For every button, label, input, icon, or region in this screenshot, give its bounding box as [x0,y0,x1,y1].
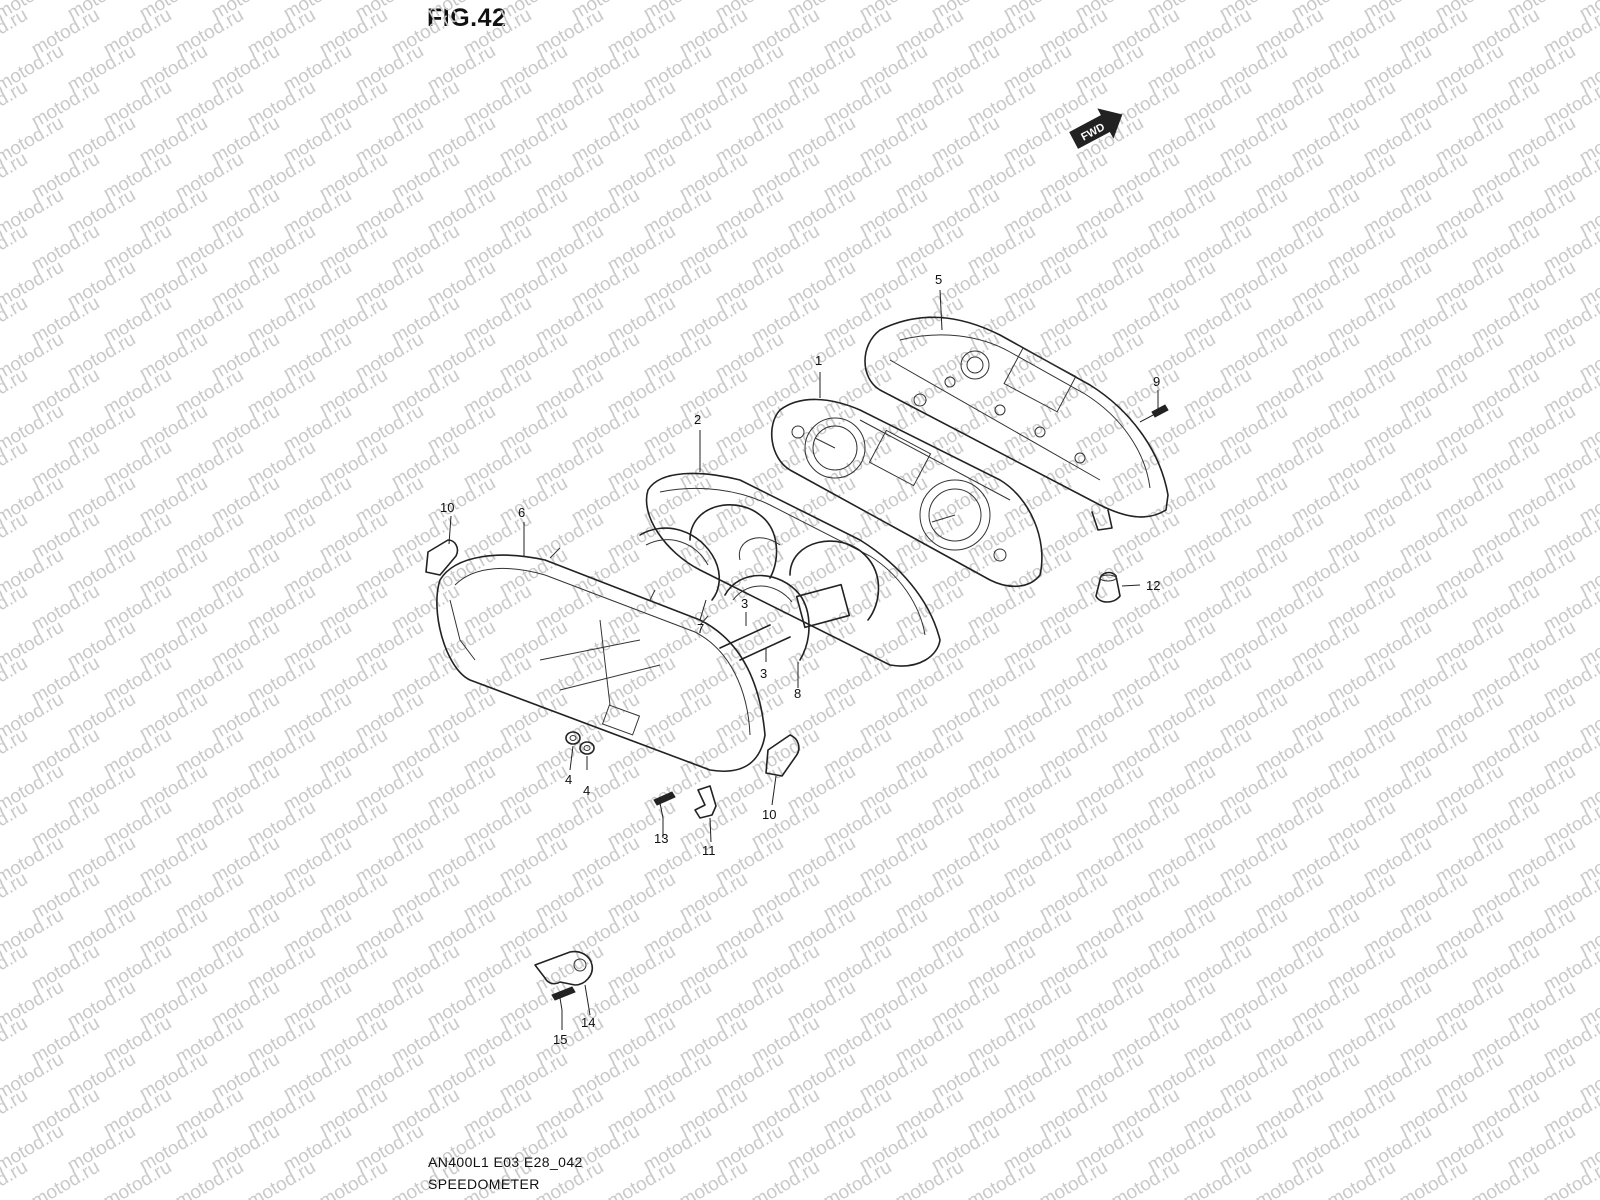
watermark-text: motod.ru [0,1085,31,1141]
callout-15: 15 [553,1032,567,1047]
watermark-text: motod.ru [244,1157,319,1200]
callout-6: 6 [518,505,525,520]
figure-caption: SPEEDOMETER [428,1176,540,1192]
watermark-text: motod.ru [0,77,31,133]
watermark-text: motod.ru [28,1157,103,1200]
callout-4: 4 [583,783,590,798]
callout-9: 9 [1153,374,1160,389]
watermark-text: motod.ru [1468,1157,1543,1200]
watermark-text: motod.ru [964,1157,1039,1200]
watermark-text: motod.ru [0,581,31,637]
figure-title: FIG.42 [427,4,507,32]
watermark-text: motod.ru [892,1157,967,1200]
watermark-text: motod.ru [0,365,31,421]
callout-14: 14 [581,1015,595,1030]
callout-5: 5 [935,272,942,287]
watermark-text: motod.ru [1180,1157,1255,1200]
watermark-text: motod.ru [0,725,31,781]
watermark-text: motod.ru [0,509,31,565]
part-11-clamp [694,785,717,819]
watermark-text: motod.ru [316,1157,391,1200]
watermark-text: motod.ru [0,221,31,277]
watermark-text: motod.ru [1108,1157,1183,1200]
watermark-text: motod.ru [1396,1157,1471,1200]
watermark-text: motod.ru [0,293,31,349]
callout-10: 10 [440,500,454,515]
callout-1: 1 [815,353,822,368]
figure-code: AN400L1 E03 E28_042 [428,1154,583,1170]
watermark-text: motod.ru [0,149,31,205]
callout-7: 7 [697,621,704,636]
watermark-text: motod.ru [100,1157,175,1200]
watermark-text: motod.ru [604,1157,679,1200]
callout-11: 11 [702,843,716,858]
watermark-text: motod.ru [820,1157,895,1200]
watermark-text: motod.ru [676,1157,751,1200]
callout-2: 2 [694,412,701,427]
callout-13: 13 [654,831,668,846]
watermark-text: motod.ru [172,1157,247,1200]
watermark-text: motod.ru [0,653,31,709]
watermark-text: motod.ru [0,797,31,853]
callout-8: 8 [794,686,801,701]
callout-3: 3 [760,666,767,681]
watermark-text: motod.ru [1324,1157,1399,1200]
watermark-text: motod.ru [1036,1157,1111,1200]
watermark-text: motod.ru [0,437,31,493]
watermark-text: motod.ru [1252,1157,1327,1200]
callout-3: 3 [741,596,748,611]
watermark-text: motod.ru [748,1157,823,1200]
watermark-text: motod.ru [0,1013,31,1069]
callout-12: 12 [1146,578,1160,593]
watermark-text: motod.ru [0,5,31,61]
callout-4: 4 [565,772,572,787]
watermark-text: motod.ru [0,869,31,925]
callout-10: 10 [762,807,776,822]
watermark-text: motod.ru [0,941,31,997]
